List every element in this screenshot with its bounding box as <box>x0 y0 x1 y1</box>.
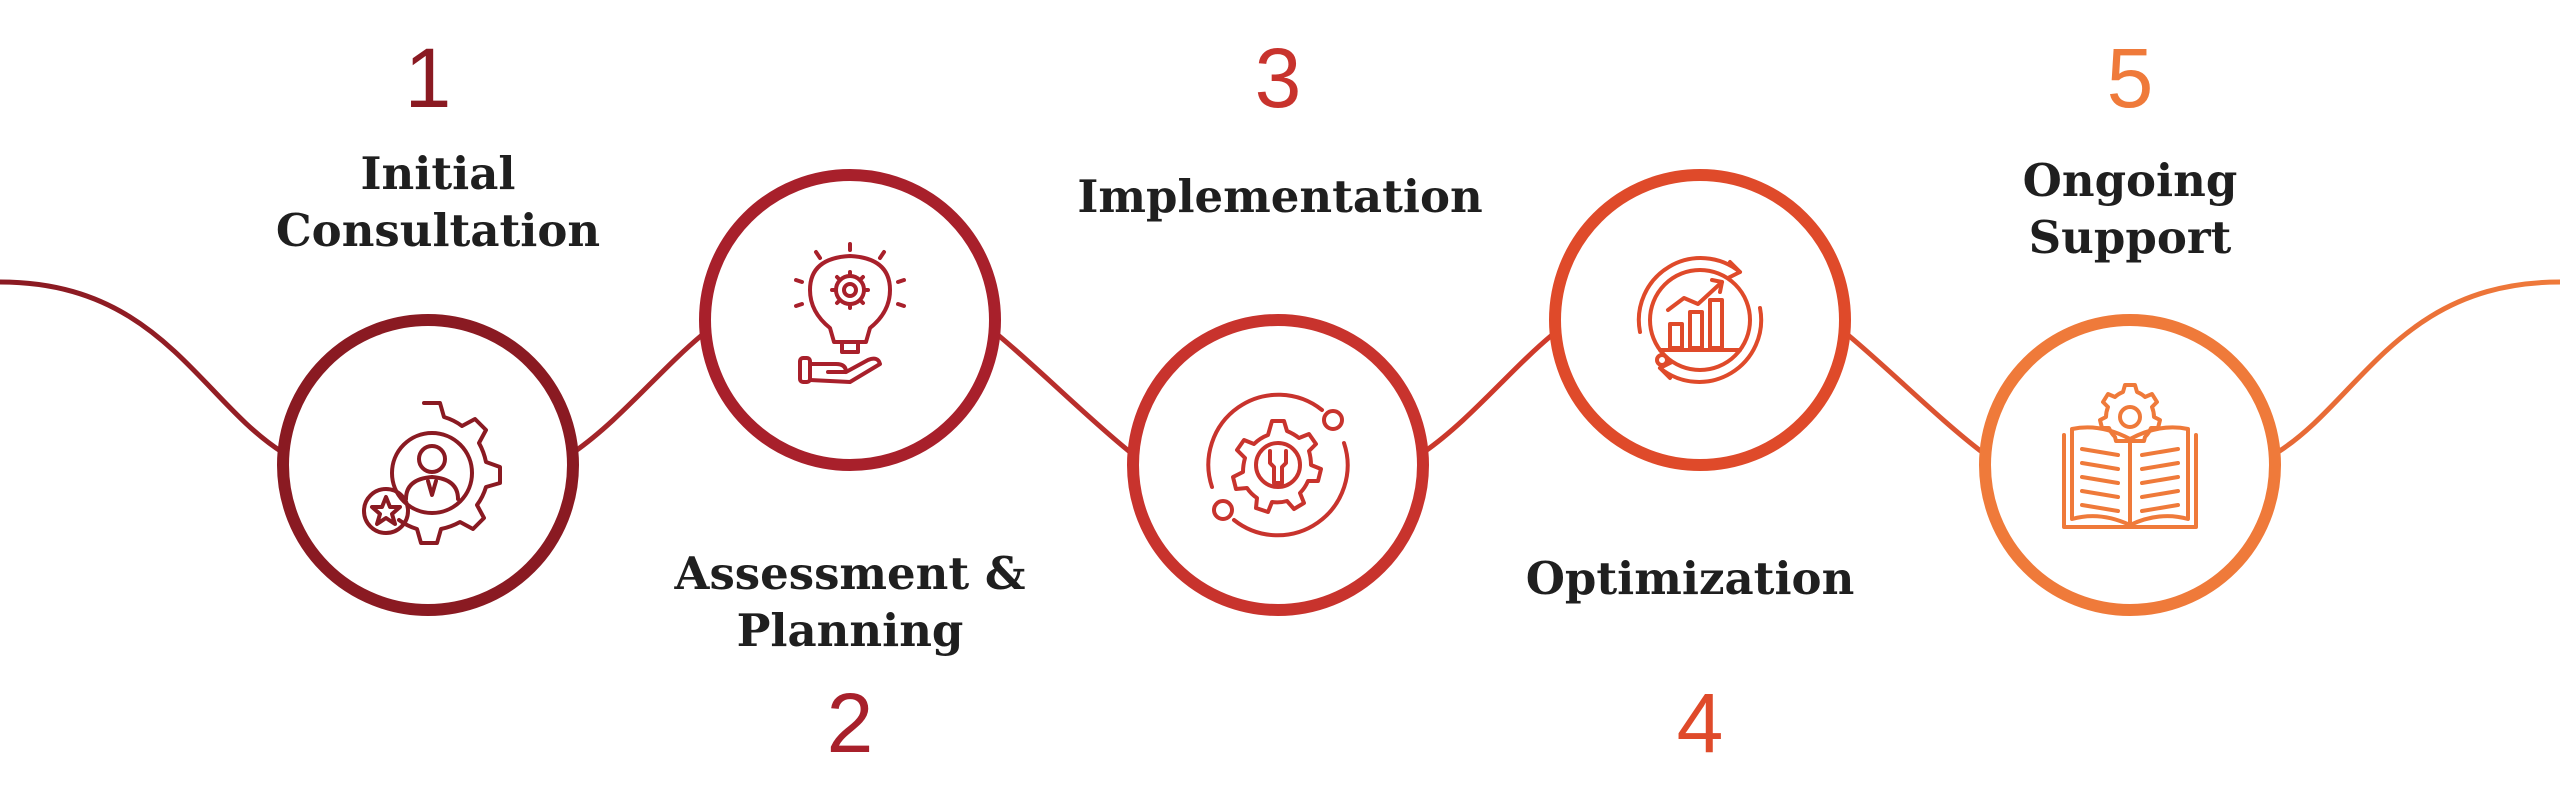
step-2-number: 2 <box>826 676 874 770</box>
wave-segment-1-2 <box>571 332 705 455</box>
wave-segment-2-3 <box>995 332 1133 455</box>
step-1-ring <box>277 314 579 616</box>
step-4-number: 4 <box>1676 676 1724 770</box>
gear-wrench-orbit-icon <box>1206 392 1350 538</box>
step-3-node <box>1127 314 1429 616</box>
step-4-node <box>1549 169 1851 471</box>
open-book-gear-icon <box>2062 383 2198 529</box>
connector-wave <box>0 279 2560 455</box>
step-5-node <box>1979 314 2281 616</box>
wave-segment-left <box>0 279 285 455</box>
wave-segment-4-5 <box>1845 332 1985 455</box>
step-2-node <box>699 169 1001 471</box>
step-5-number: 5 <box>2106 31 2154 125</box>
lightbulb-gear-hand-icon <box>794 242 906 384</box>
step-5-title: Ongoing Support <box>2022 154 2238 264</box>
step-3-title: Implementation <box>1077 170 1483 223</box>
consultation-gear-person-star-icon <box>362 401 502 545</box>
step-3-number: 3 <box>1254 31 1302 125</box>
bar-chart-cycle-icon <box>1636 256 1764 384</box>
wave-segment-3-4 <box>1421 332 1555 455</box>
step-3-ring <box>1127 314 1429 616</box>
step-1-node <box>277 314 579 616</box>
step-2-ring <box>699 169 1001 471</box>
step-4-title: Optimization <box>1525 552 1855 605</box>
step-1-number: 1 <box>404 31 452 125</box>
step-1-title: Initial Consultation <box>275 147 601 257</box>
wave-segment-right <box>2275 279 2560 455</box>
step-2-title: Assessment & Planning <box>674 547 1026 657</box>
